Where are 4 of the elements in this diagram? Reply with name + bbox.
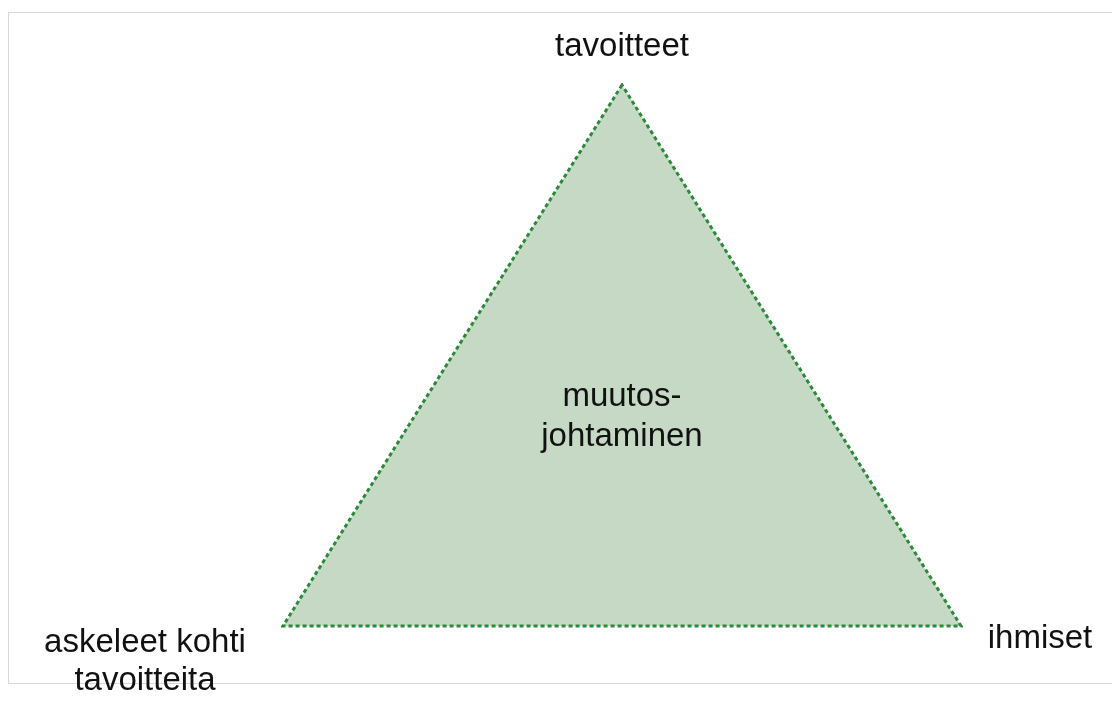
vertex-label: ihmiset <box>986 618 1094 656</box>
vertex-label: tavoitteet <box>554 26 690 64</box>
center-label: muutos- johtaminen <box>539 375 704 455</box>
vertex-label: askeleet kohti tavoitteita <box>43 622 247 698</box>
